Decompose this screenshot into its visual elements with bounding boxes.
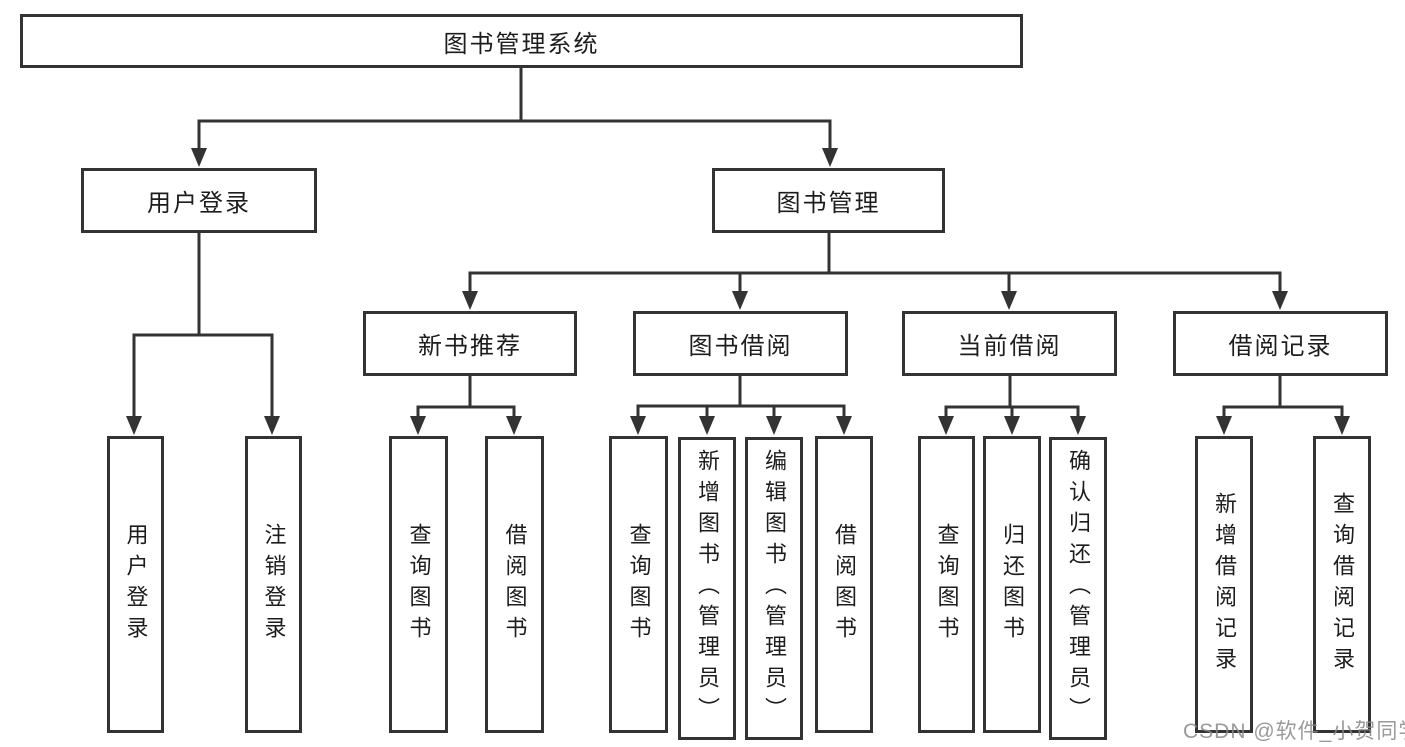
arrowhead — [1004, 416, 1020, 435]
connector-records-to-leaves — [1222, 376, 1344, 420]
arrowhead — [1216, 416, 1232, 435]
watermark: CSDN @软件_小贺同学 — [1183, 720, 1405, 743]
node-user-login-label: 用户登录 — [147, 190, 251, 217]
arrowhead — [766, 416, 782, 435]
leaf-query-books-borrow: 查询图书 — [609, 436, 668, 733]
arrowhead — [732, 291, 748, 310]
arrowhead — [836, 416, 852, 435]
node-new-book-recommend-label: 新书推荐 — [418, 333, 522, 360]
connector-currentborrow-to-leaves — [944, 376, 1080, 420]
leaf-return-book: 归还图书 — [983, 436, 1041, 733]
arrowhead — [126, 416, 142, 435]
node-root: 图书管理系统 — [20, 14, 1023, 68]
leaf-query-books-current: 查询图书 — [918, 436, 975, 733]
node-current-borrow: 当前借阅 — [902, 311, 1117, 376]
leaf-edit-book-admin: 编辑图书（管理员） — [745, 437, 803, 740]
arrowhead — [1334, 416, 1350, 435]
node-book-management: 图书管理 — [712, 168, 945, 233]
arrowhead — [1272, 291, 1288, 310]
connector-userlogin-to-leaves — [132, 233, 274, 420]
arrowhead — [191, 148, 207, 167]
arrowhead — [410, 416, 426, 435]
arrowhead — [506, 416, 522, 435]
leaf-borrow-books: 借阅图书 — [815, 436, 873, 733]
leaf-user-login: 用户登录 — [107, 436, 164, 733]
leaf-confirm-return-admin: 确认归还（管理员） — [1049, 437, 1107, 740]
leaf-query-borrow-record: 查询借阅记录 — [1313, 436, 1371, 733]
node-book-borrow-label: 图书借阅 — [688, 333, 793, 360]
arrowhead — [1001, 291, 1017, 310]
arrowhead — [630, 416, 646, 435]
connector-bookmgmt-to-level3 — [468, 233, 1282, 295]
node-current-borrow-label: 当前借阅 — [957, 333, 1062, 360]
leaf-logout: 注销登录 — [245, 436, 302, 733]
node-book-borrow: 图书借阅 — [633, 311, 848, 376]
arrowhead — [1070, 416, 1086, 435]
node-borrow-records-label: 借阅记录 — [1228, 333, 1333, 360]
node-new-book-recommend: 新书推荐 — [363, 311, 577, 376]
leaf-add-borrow-record: 新增借阅记录 — [1195, 436, 1253, 733]
connector-bookborrow-to-leaves — [636, 376, 846, 420]
node-borrow-records: 借阅记录 — [1173, 311, 1388, 376]
arrowhead — [822, 148, 838, 167]
leaf-add-book-admin: 新增图书（管理员） — [678, 437, 736, 740]
arrowhead — [264, 416, 280, 435]
arrowhead — [462, 291, 478, 310]
node-user-login: 用户登录 — [81, 168, 317, 233]
node-book-management-label: 图书管理 — [776, 190, 881, 217]
leaf-borrow-books-recommend: 借阅图书 — [485, 436, 544, 733]
arrowhead — [938, 416, 954, 435]
node-root-label: 图书管理系统 — [443, 30, 600, 58]
leaf-query-books-recommend: 查询图书 — [389, 436, 448, 733]
arrowhead — [699, 416, 715, 435]
connector-newbook-to-leaves — [416, 376, 516, 420]
connector-root-to-level2 — [197, 68, 832, 152]
